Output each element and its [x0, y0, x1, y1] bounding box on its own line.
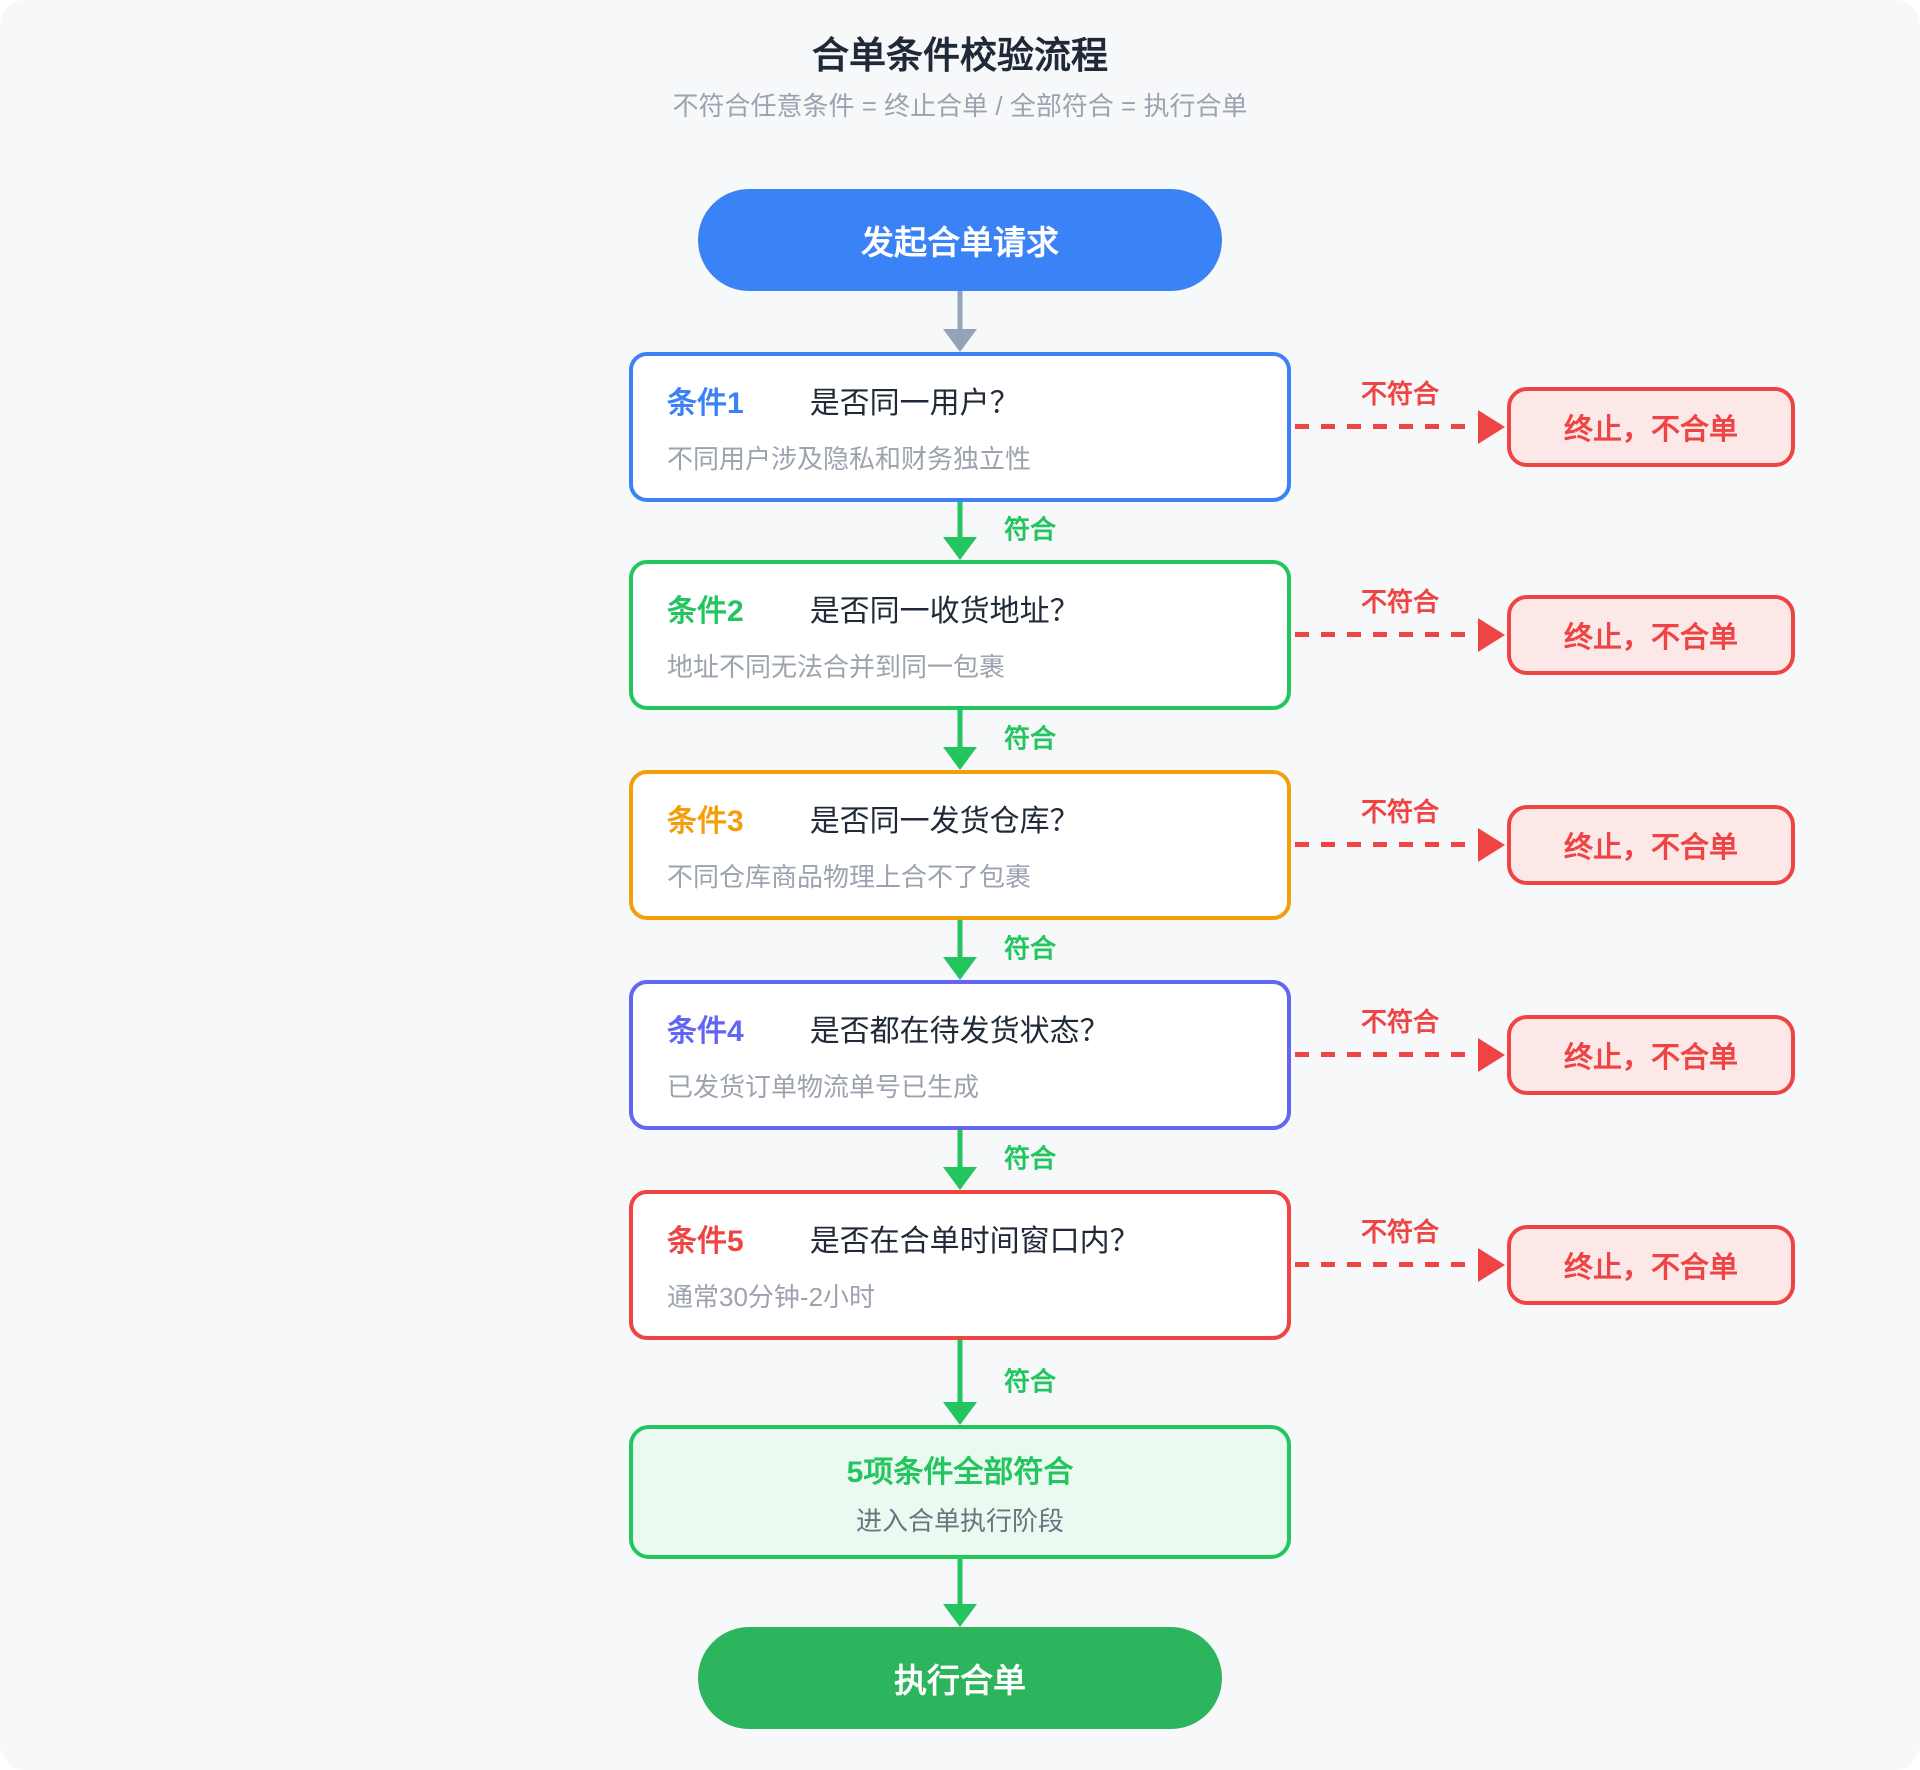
condition-id: 条件3 — [667, 805, 744, 838]
fail-branch-2: 不符合 终止，不合单 — [1291, 560, 1811, 710]
terminate-node: 终止，不合单 — [1507, 595, 1795, 675]
condition-row-3: 条件3 是否同一发货仓库？ 不同仓库商品物理上合不了包裹 不符合 终止，不合单 — [629, 770, 1795, 920]
arrow-right-icon — [1478, 828, 1505, 862]
fail-branch-4: 不符合 终止，不合单 — [1291, 980, 1811, 1130]
arrow-down-icon — [943, 957, 977, 980]
success-title: 5项条件全部符合 — [846, 1455, 1074, 1489]
condition-question: 是否同一用户？ — [809, 387, 1020, 420]
condition-note: 不同用户涉及隐私和财务独立性 — [667, 444, 1032, 474]
pass-label: 符合 — [1004, 1143, 1057, 1174]
pass-label: 符合 — [1004, 933, 1057, 964]
fail-label: 不符合 — [1361, 587, 1440, 617]
arrow-right-icon — [1478, 1038, 1505, 1072]
arrow-down-icon — [943, 747, 977, 770]
connector-cond1-to-cond2: 符合 — [629, 502, 1291, 560]
page-title: 合单条件校验流程 — [812, 35, 1108, 76]
dashed-line — [1295, 1262, 1477, 1267]
fail-branch-3: 不符合 终止，不合单 — [1291, 770, 1811, 920]
condition-node-3: 条件3 是否同一发货仓库？ 不同仓库商品物理上合不了包裹 — [629, 770, 1291, 920]
fail-branch-5: 不符合 终止，不合单 — [1291, 1190, 1811, 1340]
fail-label: 不符合 — [1361, 797, 1440, 827]
condition-question: 是否同一发货仓库？ — [809, 805, 1080, 838]
arrow-line — [957, 1130, 963, 1170]
success-subtitle: 进入合单执行阶段 — [855, 1505, 1064, 1536]
connector-success-to-end — [629, 1559, 1291, 1627]
condition-note: 不同仓库商品物理上合不了包裹 — [667, 862, 1032, 892]
condition-node-5: 条件5 是否在合单时间窗口内？ 通常30分钟-2小时 — [629, 1190, 1291, 1340]
condition-question: 是否同一收货地址？ — [809, 595, 1080, 628]
arrow-down-icon — [943, 329, 977, 352]
connector-cond3-to-cond4: 符合 — [629, 920, 1291, 980]
arrow-right-icon — [1478, 410, 1505, 444]
terminate-node: 终止，不合单 — [1507, 1015, 1795, 1095]
dashed-line — [1295, 1052, 1477, 1057]
arrow-right-icon — [1478, 618, 1505, 652]
condition-row-4: 条件4 是否都在待发货状态？ 已发货订单物流单号已生成 不符合 终止，不合单 — [629, 980, 1795, 1130]
pass-label: 符合 — [1004, 514, 1057, 545]
terminate-node: 终止，不合单 — [1507, 1225, 1795, 1305]
condition-node-2: 条件2 是否同一收货地址？ 地址不同无法合并到同一包裹 — [629, 560, 1291, 710]
arrow-line — [957, 291, 963, 332]
condition-row-5: 条件5 是否在合单时间窗口内？ 通常30分钟-2小时 不符合 终止，不合单 — [629, 1190, 1795, 1340]
dashed-line — [1295, 424, 1477, 429]
terminate-node: 终止，不合单 — [1507, 805, 1795, 885]
condition-id: 条件5 — [667, 1225, 744, 1258]
condition-note: 已发货订单物流单号已生成 — [667, 1072, 980, 1102]
dashed-line — [1295, 632, 1477, 637]
arrow-line — [957, 710, 963, 750]
fail-label: 不符合 — [1361, 1217, 1440, 1247]
arrow-line — [957, 920, 963, 960]
condition-question: 是否都在待发货状态？ — [809, 1015, 1110, 1048]
end-node: 执行合单 — [698, 1627, 1222, 1729]
arrow-down-icon — [943, 1604, 977, 1627]
fail-label: 不符合 — [1361, 1007, 1440, 1037]
condition-note: 地址不同无法合并到同一包裹 — [667, 652, 1006, 682]
fail-branch-1: 不符合 终止，不合单 — [1291, 352, 1811, 502]
page-subtitle: 不符合任意条件 = 终止合单 / 全部符合 = 执行合单 — [672, 91, 1248, 121]
dashed-line — [1295, 842, 1477, 847]
fail-label: 不符合 — [1361, 379, 1440, 409]
connector-cond2-to-cond3: 符合 — [629, 710, 1291, 770]
condition-id: 条件2 — [667, 595, 744, 628]
success-node: 5项条件全部符合 进入合单执行阶段 — [629, 1425, 1291, 1559]
arrow-down-icon — [943, 1402, 977, 1425]
condition-row-1: 条件1 是否同一用户？ 不同用户涉及隐私和财务独立性 不符合 终止，不合单 — [629, 352, 1795, 502]
arrow-down-icon — [943, 1167, 977, 1190]
arrow-right-icon — [1478, 1248, 1505, 1282]
condition-node-4: 条件4 是否都在待发货状态？ 已发货订单物流单号已生成 — [629, 980, 1291, 1130]
condition-note: 通常30分钟-2小时 — [667, 1282, 876, 1312]
condition-question: 是否在合单时间窗口内？ — [809, 1225, 1140, 1258]
connector-start-to-cond1 — [629, 291, 1291, 352]
condition-node-1: 条件1 是否同一用户？ 不同用户涉及隐私和财务独立性 — [629, 352, 1291, 502]
terminate-node: 终止，不合单 — [1507, 387, 1795, 467]
start-node: 发起合单请求 — [698, 189, 1222, 291]
condition-id: 条件4 — [667, 1015, 744, 1048]
pass-label: 符合 — [1004, 1366, 1057, 1397]
condition-id: 条件1 — [667, 387, 744, 420]
pass-label: 符合 — [1004, 723, 1057, 754]
condition-row-2: 条件2 是否同一收货地址？ 地址不同无法合并到同一包裹 不符合 终止，不合单 — [629, 560, 1795, 710]
arrow-down-icon — [943, 537, 977, 560]
arrow-line — [957, 1559, 963, 1607]
arrow-line — [957, 1340, 963, 1405]
arrow-line — [957, 502, 963, 540]
connector-cond5-to-success: 符合 — [629, 1340, 1291, 1425]
connector-cond4-to-cond5: 符合 — [629, 1130, 1291, 1190]
